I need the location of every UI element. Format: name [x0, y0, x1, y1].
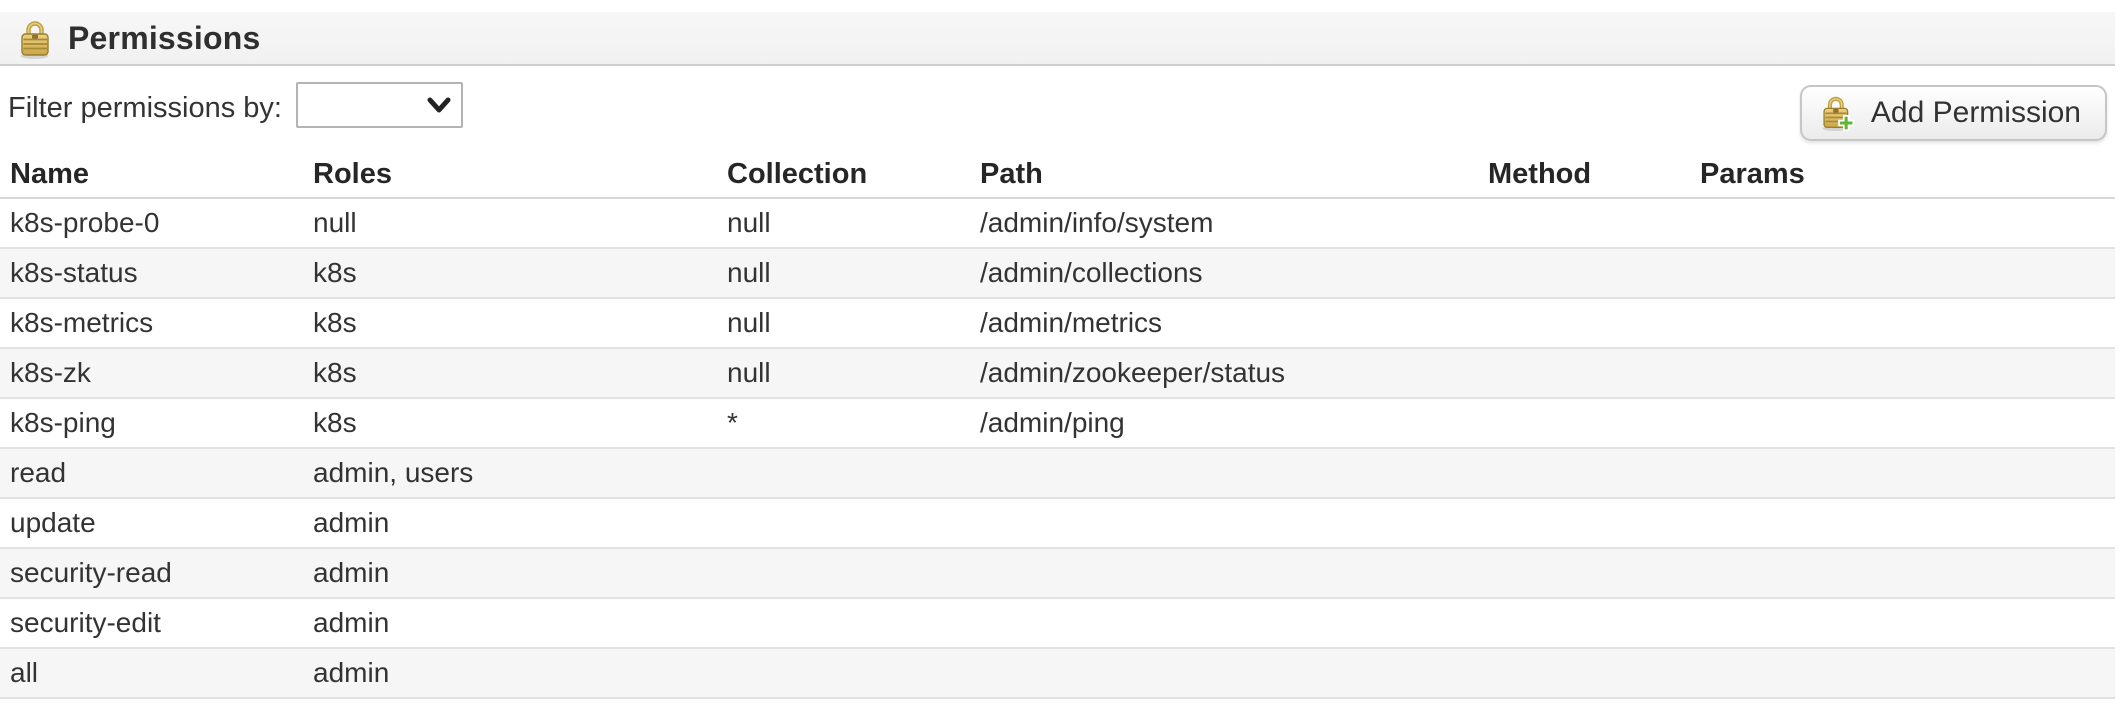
permission-params-cell [1700, 448, 2115, 498]
permission-path-cell [980, 448, 1488, 498]
permission-row[interactable]: k8s-status k8s null /admin/collections [0, 248, 2115, 298]
add-permission-button[interactable]: Add Permission [1799, 85, 2107, 141]
permissions-table: Name Roles Collection Path Method Params… [0, 152, 2115, 699]
permission-row[interactable]: k8s-probe-0 null null /admin/info/system [0, 198, 2115, 248]
permission-name-cell: update [10, 507, 96, 538]
permission-method-cell [1488, 498, 1700, 548]
permission-path-cell: /admin/zookeeper/status [980, 357, 1286, 388]
permission-roles-cell: admin, users [313, 457, 474, 488]
permission-roles-cell: admin [313, 557, 390, 588]
permission-row[interactable]: k8s-ping k8s * /admin/ping [0, 398, 2115, 448]
permission-roles-cell: k8s [313, 307, 357, 338]
column-header-collection: Collection [727, 152, 980, 199]
permission-row[interactable]: k8s-metrics k8s null /admin/metrics [0, 298, 2115, 348]
permission-collection-cell [727, 498, 980, 548]
permission-path-cell [980, 498, 1488, 548]
permission-collection-cell: null [727, 257, 771, 288]
table-header-row: Name Roles Collection Path Method Params [0, 152, 2115, 199]
permission-params-cell [1700, 248, 2115, 298]
page-title: Permissions [68, 19, 261, 56]
permission-method-cell [1488, 298, 1700, 348]
permission-name-cell: read [10, 457, 67, 488]
permission-row[interactable]: update admin [0, 498, 2115, 548]
permission-name-cell: k8s-ping [10, 407, 116, 438]
permission-collection-cell [727, 598, 980, 648]
permission-path-cell: /admin/collections [980, 257, 1203, 288]
lock-plus-icon [1820, 92, 1855, 134]
permission-roles-cell: admin [313, 607, 390, 638]
filter-permissions-label: Filter permissions by: [8, 91, 282, 124]
permission-method-cell [1488, 248, 1700, 298]
permission-roles-cell: k8s [313, 407, 357, 438]
permission-row[interactable]: security-edit admin [0, 598, 2115, 648]
permission-params-cell [1700, 648, 2115, 698]
permission-roles-cell: k8s [313, 257, 357, 288]
permission-roles-cell: admin [313, 657, 390, 688]
column-header-path: Path [980, 152, 1488, 199]
permission-method-cell [1488, 598, 1700, 648]
permission-method-cell [1488, 548, 1700, 598]
permission-path-cell: /admin/ping [980, 407, 1125, 438]
permission-collection-cell: * [727, 407, 738, 438]
permission-params-cell [1700, 298, 2115, 348]
permission-collection-cell: null [727, 307, 771, 338]
permission-params-cell [1700, 398, 2115, 448]
permission-path-cell [980, 598, 1488, 648]
permission-path-cell: /admin/info/system [980, 207, 1214, 238]
permission-name-cell: security-read [10, 557, 172, 588]
permission-name-cell: k8s-zk [10, 357, 91, 388]
permission-row[interactable]: k8s-zk k8s null /admin/zookeeper/status [0, 348, 2115, 398]
permissions-panel-header: Permissions [0, 12, 2115, 66]
permission-name-cell: all [10, 657, 39, 688]
permission-name-cell: k8s-metrics [10, 307, 154, 338]
permission-roles-cell: admin [313, 507, 390, 538]
permission-row[interactable]: all admin [0, 648, 2115, 698]
toolbar: Filter permissions by: Add Permission [0, 66, 2124, 152]
permission-collection-cell [727, 648, 980, 698]
column-header-method: Method [1488, 152, 1700, 199]
permission-name-cell: k8s-status [10, 257, 138, 288]
permission-method-cell [1488, 198, 1700, 248]
permission-row[interactable]: security-read admin [0, 548, 2115, 598]
permission-collection-cell: null [727, 207, 771, 238]
permission-row[interactable]: read admin, users [0, 448, 2115, 498]
permission-method-cell [1488, 648, 1700, 698]
permission-method-cell [1488, 448, 1700, 498]
permission-collection-cell: null [727, 357, 771, 388]
permission-roles-cell: k8s [313, 357, 357, 388]
lock-icon [16, 16, 54, 60]
permission-path-cell: /admin/metrics [980, 307, 1163, 338]
permission-params-cell [1700, 598, 2115, 648]
permission-roles-cell: null [313, 207, 357, 238]
permission-params-cell [1700, 198, 2115, 248]
permission-params-cell [1700, 548, 2115, 598]
permission-method-cell [1488, 398, 1700, 448]
permission-method-cell [1488, 348, 1700, 398]
filter-permissions-select-wrap [296, 82, 464, 128]
column-header-name: Name [0, 152, 313, 199]
filter-permissions-select[interactable] [296, 82, 464, 128]
permission-name-cell: k8s-probe-0 [10, 207, 160, 238]
permission-params-cell [1700, 498, 2115, 548]
column-header-roles: Roles [313, 152, 727, 199]
permission-name-cell: security-edit [10, 607, 161, 638]
add-permission-label: Add Permission [1870, 96, 2081, 129]
column-header-params: Params [1700, 152, 2115, 199]
permission-params-cell [1700, 348, 2115, 398]
permission-collection-cell [727, 448, 980, 498]
permission-path-cell [980, 648, 1488, 698]
permission-collection-cell [727, 548, 980, 598]
permission-path-cell [980, 548, 1488, 598]
